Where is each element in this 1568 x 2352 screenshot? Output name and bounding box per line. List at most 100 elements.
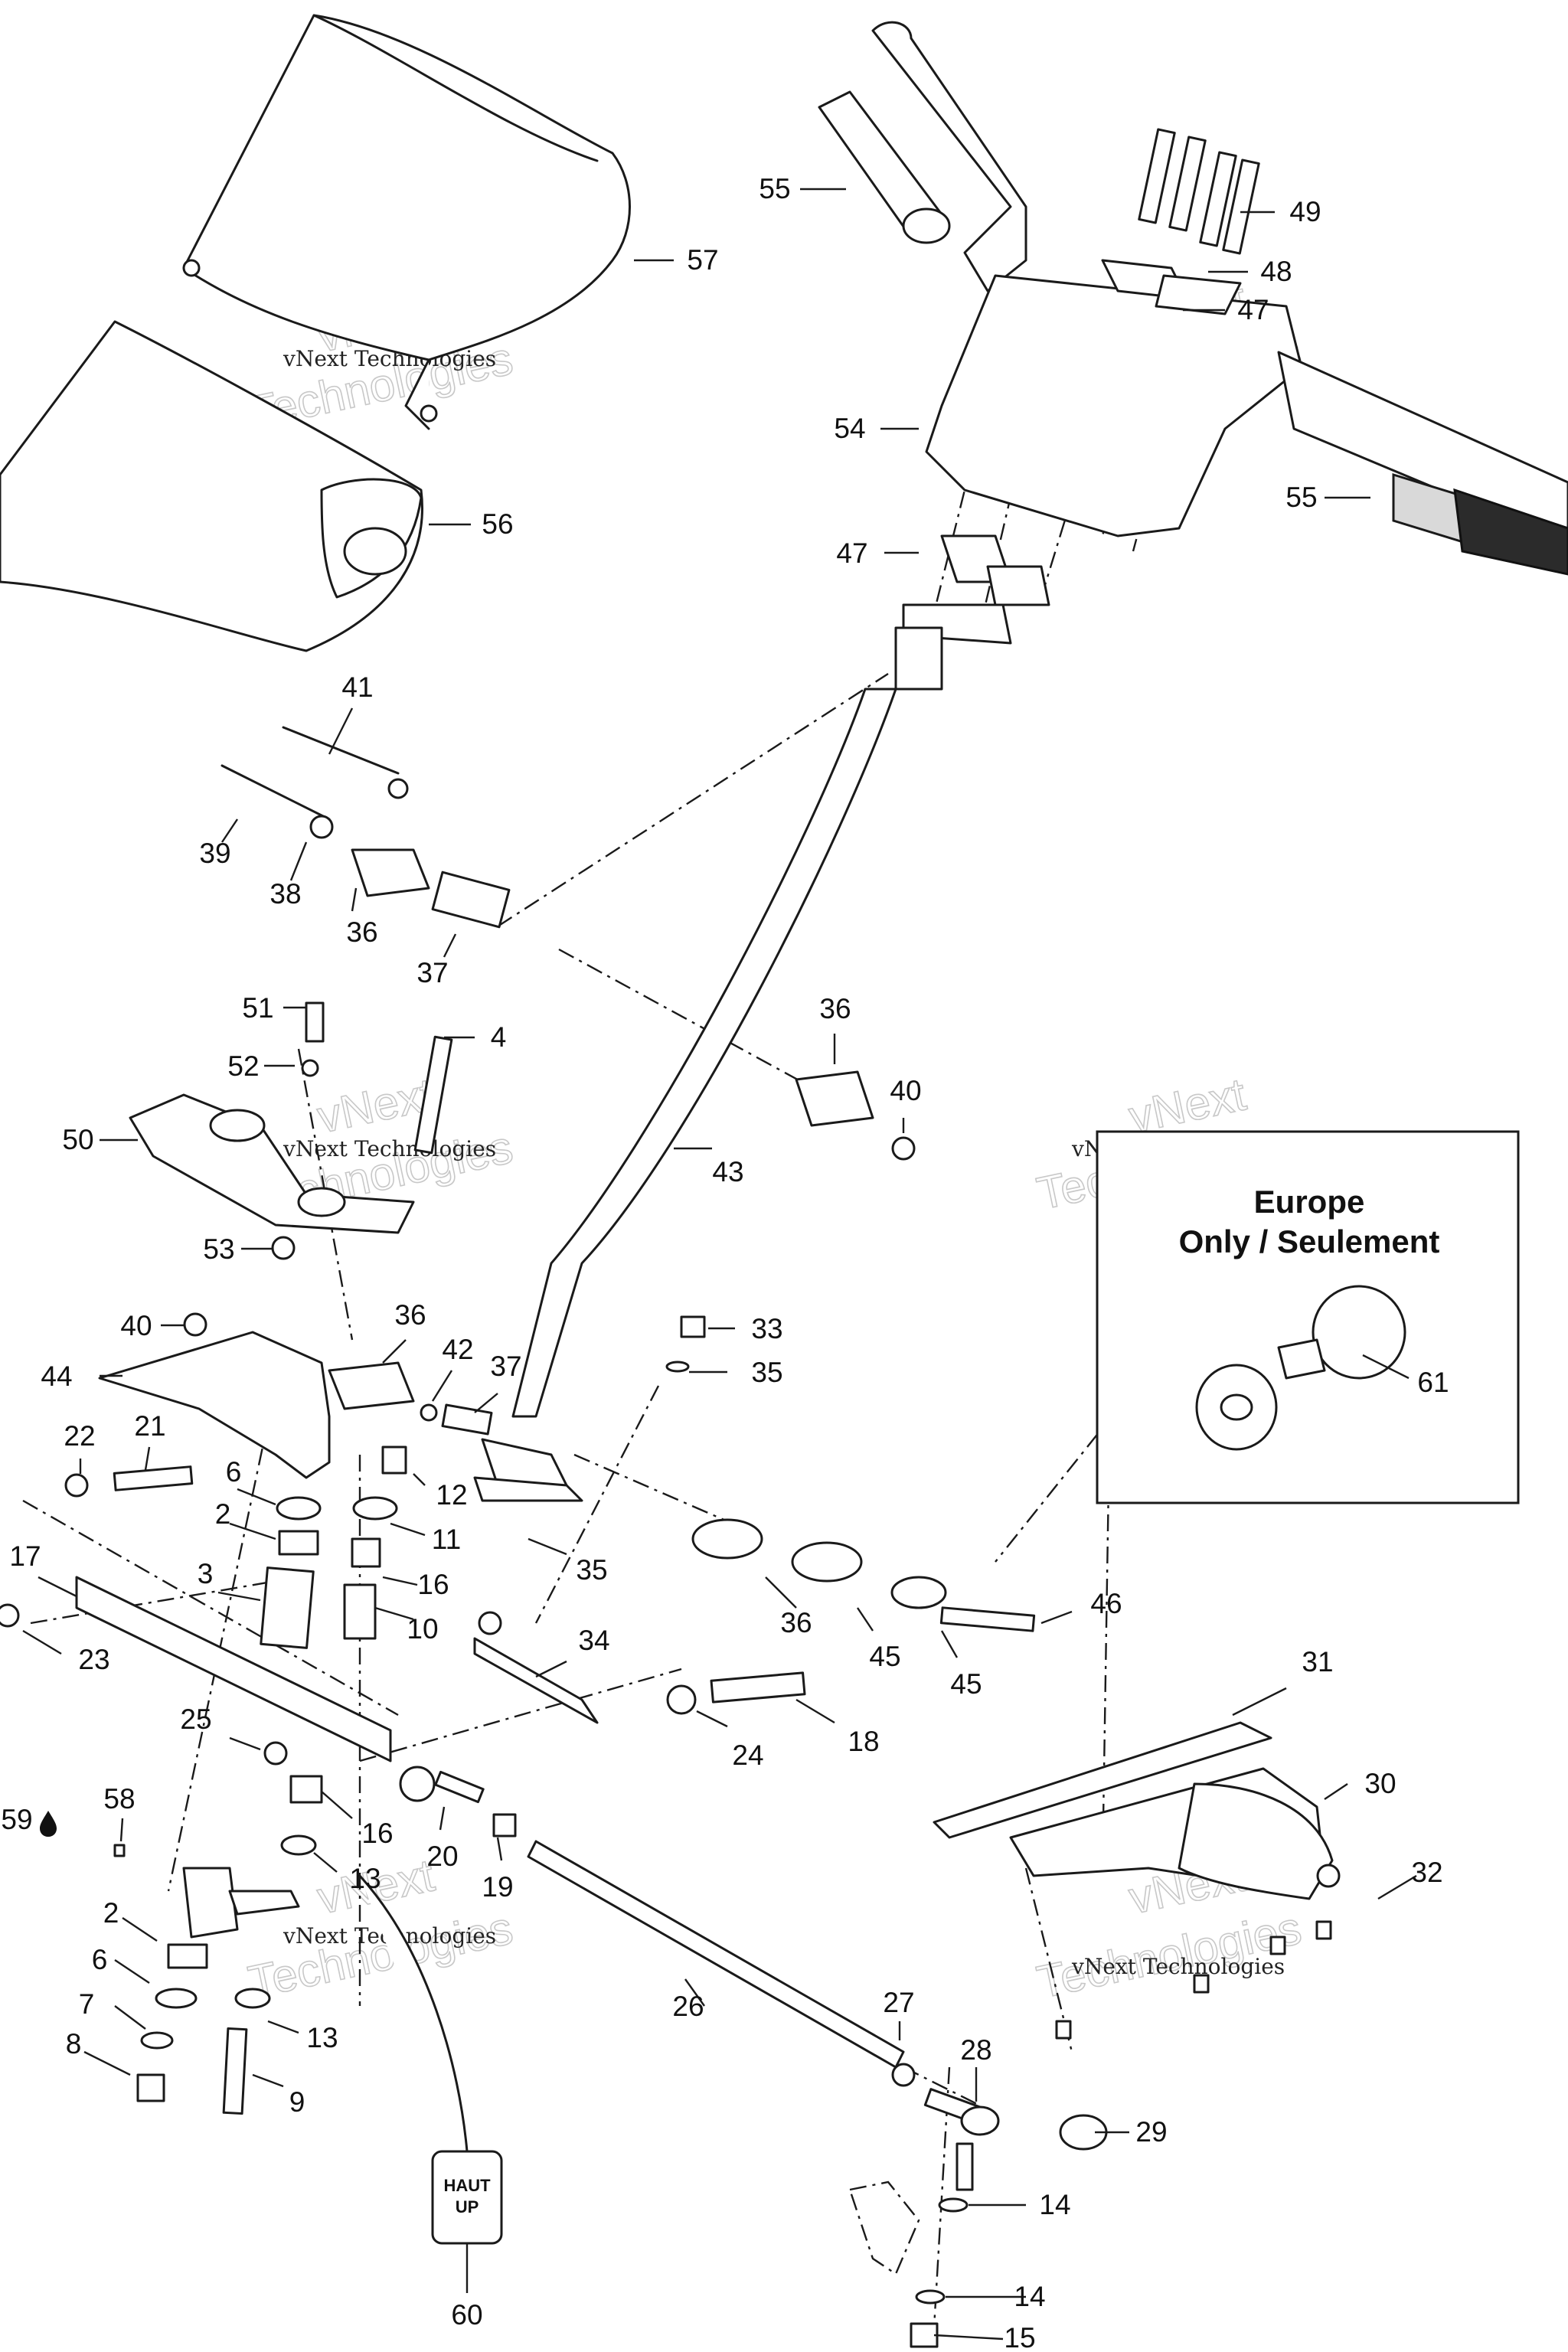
callout-4: 4 xyxy=(491,1021,507,1053)
pivot-nut-stack xyxy=(343,1446,407,1640)
callout-43: 43 xyxy=(712,1156,743,1187)
callout-55-left: 55 xyxy=(759,173,790,204)
handlebar-clamp-bolts xyxy=(1101,128,1260,315)
steering-linkage-arm xyxy=(473,1518,1036,1724)
callout-56: 56 xyxy=(482,508,513,540)
lower-column-bracket xyxy=(98,1312,331,1479)
callout-28: 28 xyxy=(960,2034,991,2066)
callout-27: 27 xyxy=(883,1987,914,2018)
callout-40-left: 40 xyxy=(120,1310,152,1341)
callout-42: 42 xyxy=(442,1334,473,1365)
callout-19: 19 xyxy=(482,1871,513,1903)
callout-41: 41 xyxy=(341,671,373,703)
callout-44: 44 xyxy=(41,1361,72,1392)
tag-label-haut: HAUT xyxy=(443,2176,491,2195)
callout-8: 8 xyxy=(66,2028,82,2060)
callout-30: 30 xyxy=(1364,1768,1396,1799)
callout-55-right: 55 xyxy=(1285,482,1317,513)
callout-13-upper: 13 xyxy=(349,1863,381,1894)
callout-48: 48 xyxy=(1260,256,1292,287)
callout-51: 51 xyxy=(242,992,273,1024)
callout-58: 58 xyxy=(103,1783,135,1815)
europe-subtitle: Only / Seulement xyxy=(1179,1223,1440,1259)
callout-47-lower: 47 xyxy=(836,537,867,569)
lower-rail xyxy=(0,1576,392,1766)
steering-stem-top xyxy=(894,534,1050,691)
callout-47-upper: 47 xyxy=(1237,294,1269,325)
callout-46: 46 xyxy=(1090,1588,1122,1619)
callout-2-upper: 2 xyxy=(215,1498,231,1530)
callout-16-upper: 16 xyxy=(417,1569,449,1600)
callout-12: 12 xyxy=(436,1479,467,1511)
callout-13-lower: 13 xyxy=(306,2022,338,2053)
callout-36-right: 36 xyxy=(819,993,851,1024)
svg-text:vNext Technologies: vNext Technologies xyxy=(1071,1954,1285,1979)
callout-61: 61 xyxy=(1417,1367,1449,1398)
callout-35-upper: 35 xyxy=(751,1357,782,1388)
column-bolts xyxy=(220,726,409,839)
callout-14-upper: 14 xyxy=(1039,2189,1070,2220)
haut-up-tag: HAUT UP xyxy=(358,1874,503,2245)
callout-33: 33 xyxy=(751,1313,782,1344)
handlebar-grip-left xyxy=(818,90,951,244)
callout-20: 20 xyxy=(426,1841,458,1872)
column-nut-clip xyxy=(665,1315,706,1373)
callout-38: 38 xyxy=(270,878,301,910)
callout-26: 26 xyxy=(672,1991,704,2022)
callout-40-right: 40 xyxy=(890,1075,921,1106)
linkage-bolt-18 xyxy=(666,1671,806,1715)
lower-fasteners xyxy=(136,1943,248,2115)
callout-59: 59 xyxy=(1,1804,32,1835)
callout-53: 53 xyxy=(203,1233,234,1265)
handlebar-assembly xyxy=(871,21,1568,576)
callout-9: 9 xyxy=(289,2086,305,2118)
callout-6-lower: 6 xyxy=(92,1944,108,1975)
callout-2-lower: 2 xyxy=(103,1897,119,1929)
callout-59-group: 59 xyxy=(1,1804,57,1837)
callout-labels: 57 56 55 49 48 47 54 55 47 41 39 38 36 3… xyxy=(1,173,1449,2352)
tie-rod-lower-hardware xyxy=(848,2180,969,2348)
callout-11: 11 xyxy=(432,1524,461,1555)
tie-rod-assembly xyxy=(399,1766,1000,2191)
callout-36-mid: 36 xyxy=(394,1299,426,1331)
callout-54: 54 xyxy=(834,413,865,444)
steering-boot-assembly xyxy=(933,1721,1341,2040)
callout-18: 18 xyxy=(848,1726,879,1757)
windshield-upper-panel xyxy=(182,14,631,430)
upper-support-plate xyxy=(129,1001,453,1260)
horn-part xyxy=(1195,1285,1406,1451)
callout-36-top: 36 xyxy=(346,916,377,948)
callout-22: 22 xyxy=(64,1420,95,1452)
column-upper-bushing xyxy=(351,848,916,1161)
callout-60: 60 xyxy=(451,2299,482,2331)
lower-fairing-panel xyxy=(0,320,423,652)
callout-45-left: 45 xyxy=(869,1641,900,1672)
callout-50: 50 xyxy=(62,1124,93,1155)
callout-29: 29 xyxy=(1135,2116,1167,2148)
lower-pivot-arm xyxy=(113,1844,300,1939)
callout-7: 7 xyxy=(79,1988,95,2020)
callout-15: 15 xyxy=(1004,2322,1035,2352)
callout-16-lower: 16 xyxy=(361,1818,393,1849)
callout-36-lower: 36 xyxy=(780,1607,812,1638)
callout-24: 24 xyxy=(732,1740,763,1771)
steering-column xyxy=(511,688,897,1418)
callout-35-lower: 35 xyxy=(576,1554,607,1586)
callout-45-right: 45 xyxy=(950,1668,982,1700)
column-base-plate xyxy=(473,1438,583,1502)
europe-only-box: Europe Only / Seulement xyxy=(1096,1130,1520,1504)
callout-52: 52 xyxy=(227,1050,259,1082)
lower-washer-stack xyxy=(234,1775,323,2009)
callout-37-top: 37 xyxy=(416,957,448,988)
svg-text:vNext Technologies: vNext Technologies xyxy=(283,1136,496,1161)
callout-17: 17 xyxy=(9,1540,41,1572)
callout-6-upper: 6 xyxy=(226,1456,242,1488)
callout-14-lower: 14 xyxy=(1014,2281,1045,2312)
callout-31: 31 xyxy=(1302,1646,1333,1677)
callout-32: 32 xyxy=(1411,1857,1442,1888)
oil-drop-icon xyxy=(40,1811,57,1837)
callout-10: 10 xyxy=(407,1613,438,1645)
pivot-shaft-parts xyxy=(64,1465,322,1649)
callout-25: 25 xyxy=(180,1704,211,1735)
